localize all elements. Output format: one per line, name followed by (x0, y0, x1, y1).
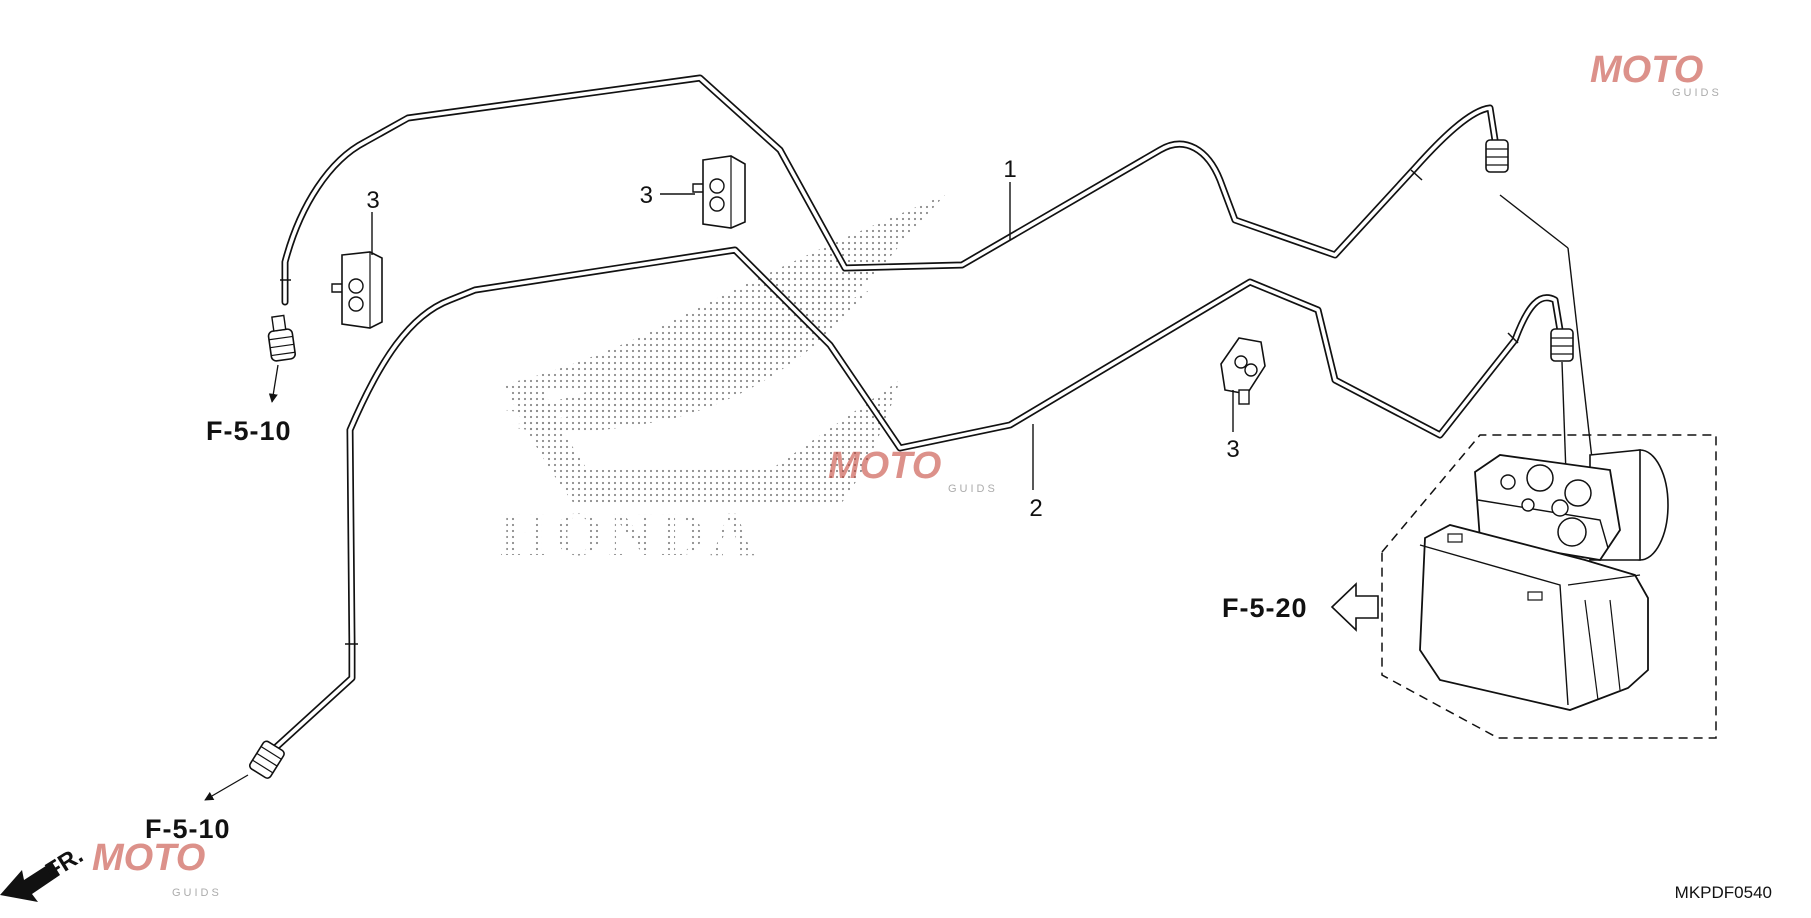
watermark-text: MOTO (92, 837, 205, 879)
watermark-text: MOTO (828, 445, 941, 487)
brake-pipe-1 (280, 74, 1499, 306)
ref-label-modulator: F-5-20 (1222, 593, 1308, 623)
ref-arrow-upper-left (268, 364, 279, 403)
pipe-clamp-left (331, 251, 383, 329)
watermark-bottom-left: MOTO GUIDS (92, 837, 222, 899)
front-arrow-icon (0, 862, 60, 902)
callout-item-1: 1 (1003, 156, 1016, 183)
watermark-center: MOTO GUIDS (828, 445, 998, 495)
callout-item-2: 2 (1029, 495, 1042, 522)
flare-nut-upper-left (267, 314, 296, 362)
watermark-sub: GUIDS (1672, 87, 1722, 99)
ref-label-lower-left: F-5-10 (145, 814, 231, 844)
flare-nut-lower-right (1550, 328, 1574, 362)
honda-logo-text: HONDA (500, 501, 761, 569)
flare-nut-upper-right (1485, 139, 1509, 173)
front-direction-indicator: FR. (0, 842, 88, 902)
connect-line-upper-down (1567, 247, 1596, 486)
diagram-code: MKPDF0540 (1675, 883, 1772, 902)
callout-item-3-right: 3 (1226, 436, 1239, 463)
callout-item-3-left: 3 (366, 187, 379, 214)
ref-label-upper-left: F-5-10 (206, 416, 292, 446)
watermark-sub: GUIDS (948, 483, 998, 495)
modulator-ref-arrow-icon (1330, 582, 1379, 632)
ref-arrow-lower-left (204, 774, 249, 801)
watermark-top-right: MOTO GUIDS (1590, 49, 1722, 99)
modulator-group-box (1381, 434, 1717, 739)
watermark-sub: GUIDS (172, 887, 222, 899)
connect-line-upper (1499, 194, 1569, 249)
flare-nut-lower-left (248, 740, 285, 779)
pipe-clamp-right (1220, 337, 1266, 405)
abs-modulator (1419, 449, 1669, 711)
callout-item-3-top: 3 (640, 182, 653, 209)
pipe-clamp-top (692, 155, 746, 229)
brake-pipe-2 (258, 246, 1564, 764)
watermark-text: MOTO (1590, 49, 1703, 91)
